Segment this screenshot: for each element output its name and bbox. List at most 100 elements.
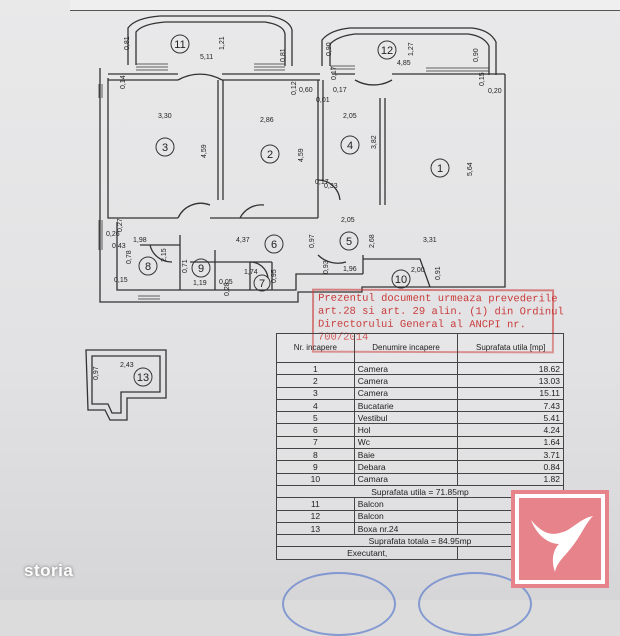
room-area-table: Nr. incapere Denumire incapere Suprafata…	[275, 333, 564, 560]
cell-nr: 1	[276, 361, 355, 376]
cell-name: Camera	[353, 361, 459, 376]
room-number: 1	[437, 163, 443, 175]
dimension-label: 1,27	[408, 42, 415, 56]
cell-name: Camera	[353, 374, 459, 388]
dimension-label: 2,05	[343, 113, 357, 120]
cell-nr: 4	[276, 398, 355, 413]
dimension-label: 4,85	[397, 60, 411, 67]
dimension-label: 4,59	[201, 144, 208, 158]
dimension-label: 2,15	[161, 248, 168, 262]
room-number: 13	[137, 372, 149, 384]
stamp-line: art.28 si art. 29 alin. (1) din Ordinul	[318, 305, 564, 319]
cell-area: 18.62	[457, 361, 564, 376]
header-usable-area: Suprafata utila [mp]	[457, 333, 564, 363]
dimension-label: 0,81	[280, 48, 287, 62]
cell-name: Bucatarie	[353, 398, 459, 413]
cell-area: 4.24	[457, 423, 564, 437]
header-room-name: Denumire incapere	[353, 333, 459, 363]
dimension-label: 0,01	[316, 97, 330, 104]
cell-nr: 11	[276, 497, 355, 511]
dimension-label: 0,20	[488, 88, 502, 95]
cell-name: Hol	[353, 423, 459, 437]
floor-plan: 11 12 3 2 4 1 5 6 8 9 7 10 13 0,81 1,21 …	[85, 15, 506, 421]
room-number: 5	[346, 236, 352, 248]
brand-wordmark: storia	[24, 561, 74, 580]
dimension-label: 0,14	[120, 75, 127, 89]
cell-nr: 8	[276, 448, 355, 462]
cell-area: 0.84	[457, 460, 564, 474]
cell-nr: 10	[276, 472, 355, 486]
room-number: 11	[174, 39, 185, 51]
dimension-label: 0,90	[473, 48, 480, 62]
cell-nr: 5	[276, 411, 355, 425]
room-number: 2	[267, 149, 273, 161]
dimension-label: 1,96	[343, 266, 357, 273]
room-number: 8	[145, 261, 151, 273]
total-area: Suprafata totala = 84.95mp	[276, 534, 564, 548]
dimension-label: 5,64	[467, 162, 474, 176]
room-number: 10	[395, 274, 407, 286]
dimension-label: 4,59	[298, 148, 305, 162]
dimension-label: 0,33	[324, 183, 338, 190]
dimension-label: 1,74	[244, 269, 258, 276]
room-number: 7	[259, 278, 265, 290]
page-top-edge	[70, 0, 620, 11]
dimension-label: 0,17	[333, 87, 347, 94]
dimension-label: 0,28	[224, 282, 231, 296]
dimension-label: 0,91	[435, 266, 442, 280]
dimension-label: 1,98	[133, 237, 147, 244]
dimension-label: 1,21	[219, 36, 226, 50]
dimension-label: 0,17	[315, 179, 329, 186]
room-number: 12	[381, 45, 393, 57]
cell-name: Camera	[353, 386, 459, 400]
dimension-label: 0,43	[112, 243, 126, 250]
cell-nr: 9	[276, 460, 355, 474]
cell-name: Boxa nr.24	[353, 521, 459, 536]
dimension-label: 0,05	[219, 279, 233, 286]
dimension-label: 0,26	[106, 231, 120, 238]
dimension-label: 0,81	[124, 36, 131, 50]
cell-name: Balcon	[353, 509, 459, 523]
dimension-label: 0,60	[299, 87, 313, 94]
cell-name: Wc	[353, 435, 459, 450]
cell-name: Baie	[353, 448, 459, 462]
cell-area: 1.82	[457, 472, 564, 486]
blue-seal-stamp	[282, 572, 396, 636]
dimension-label: 0,17	[331, 66, 338, 80]
dimension-label: 0,95	[271, 269, 278, 283]
table-row: 11Balcon5	[276, 497, 564, 511]
dimension-label: 1,19	[193, 280, 207, 287]
cell-name: Balcon	[353, 497, 459, 511]
cell-name: Camara	[353, 472, 459, 486]
stamp-line: Directorului General al ANCPI nr.	[317, 318, 526, 332]
dimension-label: 2,00	[411, 267, 425, 274]
cell-area: 5.41	[457, 411, 564, 425]
room-number: 9	[198, 263, 204, 275]
room-number: 3	[162, 142, 168, 154]
cell-area: 7.43	[457, 398, 564, 413]
room-number: 4	[347, 140, 353, 152]
dimension-label: 0,97	[309, 234, 316, 248]
dimension-label: 4,37	[236, 237, 250, 244]
cell-area: 1.64	[457, 435, 564, 450]
room-number: 6	[271, 239, 277, 251]
stamp-line: Prezentul document urmeaza prevederile	[318, 292, 558, 306]
dimension-label: 0,15	[114, 277, 128, 284]
cell-nr: 2	[276, 374, 355, 388]
bird-icon	[515, 494, 605, 584]
cell-nr: 3	[276, 386, 355, 400]
cell-nr: 13	[276, 521, 355, 536]
dimension-label: 0,27	[117, 218, 124, 232]
dimension-label: 0,90	[326, 42, 333, 56]
dimension-label: 2,05	[341, 217, 355, 224]
executant-label: Executant,	[275, 546, 459, 560]
storia-logo	[511, 490, 609, 588]
